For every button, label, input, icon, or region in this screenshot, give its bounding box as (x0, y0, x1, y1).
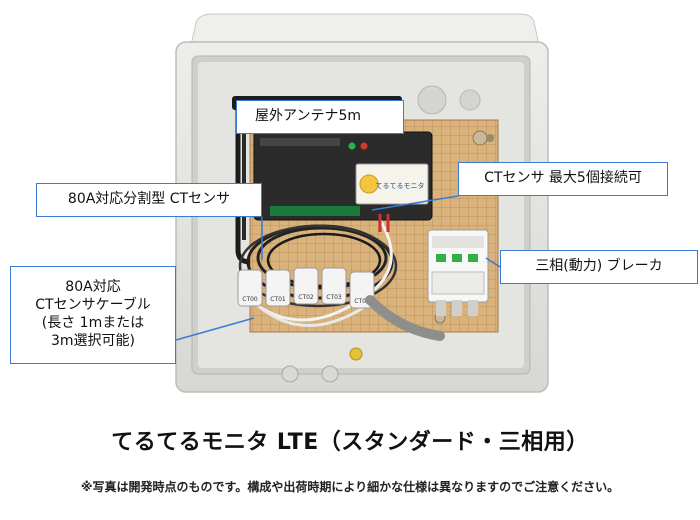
ct-label-3: CT03 (326, 294, 342, 301)
callout-ct-max: CTセンサ 最大5個接続可 (458, 162, 668, 196)
cable-line-1: 80A対応 (65, 279, 121, 296)
ct-label-4: CT04 (354, 298, 370, 305)
cable-line-3: (長さ 1mまたは (41, 315, 145, 331)
monitor-device: てるてるモニタ (253, 131, 433, 221)
ct-sensor-0: CT00 (237, 269, 263, 307)
ct-label-0: CT00 (242, 296, 258, 303)
status-led-green (348, 142, 356, 150)
ct-sensor-3: CT03 (321, 267, 347, 305)
cable-line-4: 3m選択可能) (50, 332, 135, 349)
terminal-block (270, 206, 360, 216)
callout-leaders (175, 195, 501, 341)
product-title: てるてるモニタ LTE（スタンダード・三相用） (111, 430, 589, 455)
callout-antenna: 屋外アンテナ5m (236, 100, 404, 134)
conduit (365, 295, 445, 341)
ct-label-2: CT02 (298, 294, 314, 301)
three-phase-breaker (427, 229, 489, 316)
ct-label-1: CT01 (270, 296, 286, 303)
callout-breaker: 三相(動力) ブレーカ (500, 250, 698, 284)
leader-ct-max (371, 195, 459, 211)
cable-glands (281, 347, 363, 383)
leader-breaker (485, 257, 501, 268)
enclosure-lid (189, 13, 541, 51)
ct-sensor-1: CT01 (265, 269, 291, 307)
mascot-icon (359, 174, 379, 194)
leader-cable (175, 317, 255, 341)
callout-ct-sensor: 80A対応分割型 CTセンサ (36, 183, 262, 217)
disclaimer-note: ※写真は開発時点のものです。構成や出荷時期により細かな仕様は異なりますのでご注意… (80, 480, 620, 494)
ct-sensors: CT00 CT01 CT02 CT03 CT04 (237, 267, 375, 309)
ct-sensor-2: CT02 (293, 267, 319, 305)
device-label-panel (355, 163, 429, 205)
cable-line-2: CTセンサケーブル (35, 297, 151, 314)
device-brand-label: てるてるモニタ (376, 181, 425, 190)
callout-cable: 80A対応 CTセンサケーブル (長さ 1mまたは 3m選択可能) (10, 266, 176, 364)
status-led-red (360, 142, 368, 150)
